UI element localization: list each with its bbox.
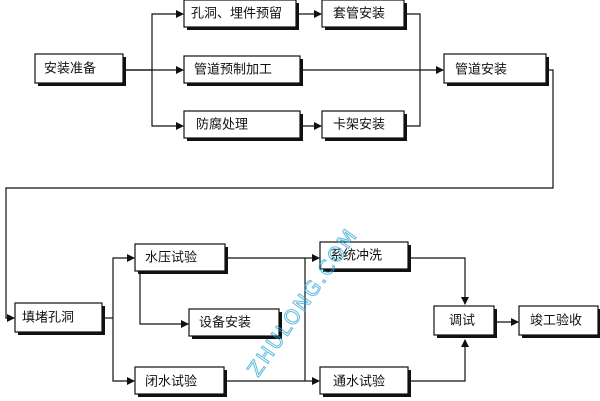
nodes: 安装准备 孔洞、埋件预留 套管安装 管道预制加工 管道安装 防腐处理 (14, 0, 600, 397)
node-equipment: 设备安装 (188, 308, 282, 339)
node-pipe-install: 管道安装 (443, 53, 549, 86)
node-prep-label: 安装准备 (44, 61, 96, 77)
node-closed-water-test: 闭水试验 (134, 366, 227, 397)
node-fill-holes: 填堵孔洞 (14, 302, 105, 335)
node-flush-label: 系统冲洗 (330, 249, 382, 264)
node-anticorrosion-label: 防腐处理 (196, 117, 248, 133)
node-pressure-test: 水压试验 (134, 243, 228, 274)
node-sleeve-label: 套管安装 (333, 6, 385, 22)
node-prep: 安装准备 (34, 53, 126, 86)
node-holes: 孔洞、埋件预留 (183, 0, 299, 30)
node-bracket-label: 卡架安装 (333, 118, 385, 133)
edge-flush-debug (409, 257, 469, 305)
node-closed-water-test-label: 闭水试验 (145, 374, 197, 390)
node-debug-label: 调试 (449, 314, 475, 329)
connectors (5, 10, 554, 385)
node-acceptance: 竣工验收 (518, 305, 600, 338)
node-equipment-label: 设备安装 (199, 315, 251, 331)
node-prefab-label: 管道预制加工 (194, 63, 272, 78)
node-pipe-install-label: 管道安装 (455, 63, 507, 78)
node-bracket: 卡架安装 (321, 110, 407, 141)
node-flow-test-label: 通水试验 (333, 374, 385, 390)
node-fill-holes-label: 填堵孔洞 (22, 311, 74, 326)
edge-prep-anticorrosion (151, 70, 184, 130)
node-flush: 系统冲洗 (319, 241, 411, 272)
node-flow-test: 通水试验 (319, 366, 411, 397)
edge-bracket-pipe (405, 70, 421, 127)
edge-fillholes-closed (112, 318, 135, 385)
node-anticorrosion: 防腐处理 (183, 110, 303, 141)
edge-prep-holes (125, 10, 184, 71)
node-acceptance-label: 竣工验收 (530, 313, 582, 329)
edge-pipe-fillholes (5, 69, 554, 322)
node-pressure-test-label: 水压试验 (145, 250, 197, 266)
edge-fillholes-equipment (139, 271, 189, 328)
watermark: ZHULONG.COM (242, 223, 362, 380)
node-prefab: 管道预制加工 (183, 55, 303, 86)
edge-sleeve-pipe (405, 13, 421, 70)
edge-flowtest-debug (409, 339, 469, 382)
edge-fillholes-pressure (112, 254, 135, 318)
node-debug: 调试 (433, 305, 497, 338)
node-holes-label: 孔洞、埋件预留 (191, 7, 282, 22)
node-sleeve: 套管安装 (321, 0, 407, 30)
